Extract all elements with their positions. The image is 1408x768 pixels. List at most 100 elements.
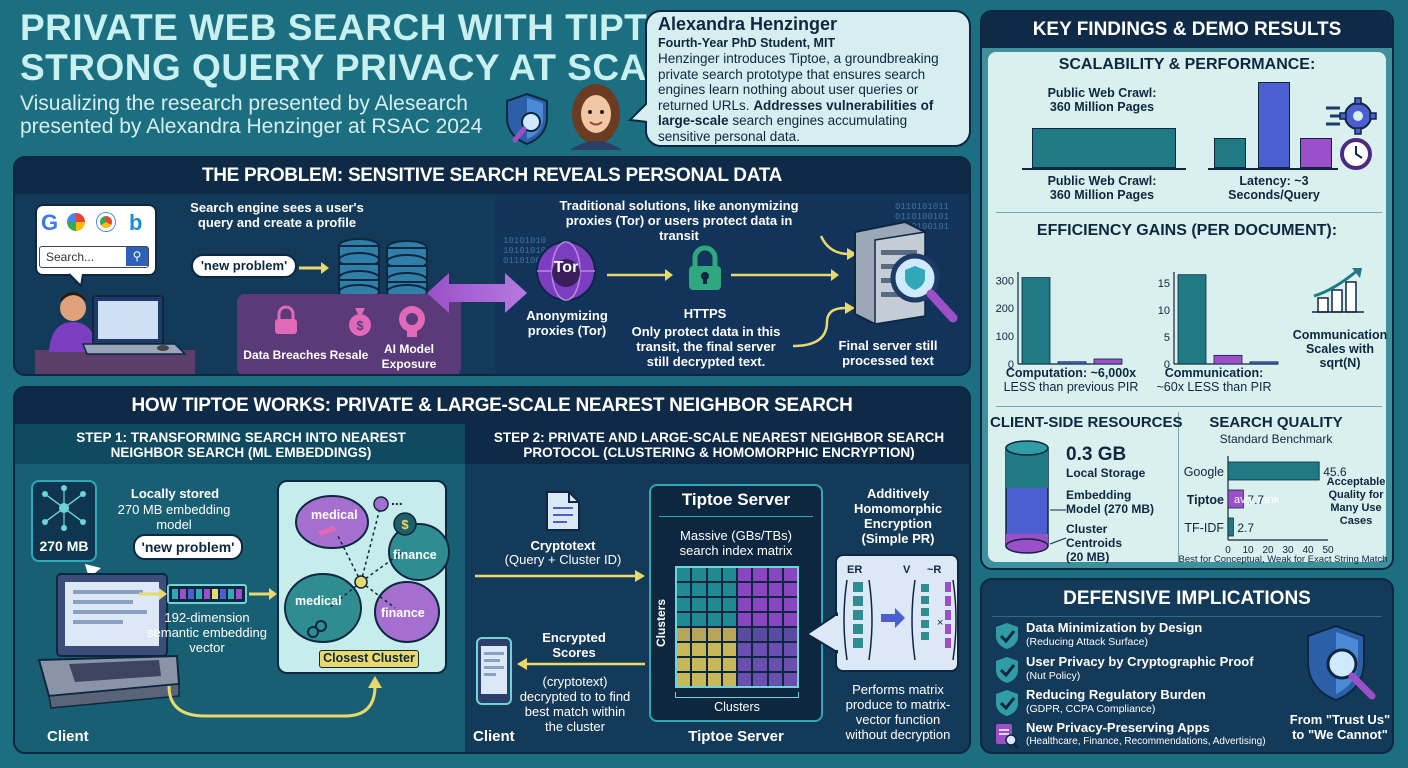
defense-item-sub: (Nut Policy) <box>1026 670 1081 682</box>
y-tick-label: 200 <box>996 303 1014 315</box>
engine-caption-text: Search engine sees a user's query and cr… <box>190 200 364 230</box>
google-icon: G <box>41 210 59 235</box>
matrix-cell <box>753 643 767 656</box>
x-tick-label: 30 <box>1282 545 1294 556</box>
padlock-icon <box>689 245 721 290</box>
user-laptop-icon <box>35 292 195 374</box>
matrix-cell <box>753 568 767 581</box>
subtitle-line2: presented by Alexandra Henzinger at RSAC… <box>20 115 483 138</box>
client-label: Client <box>47 728 89 745</box>
x-tick-label: 40 <box>1302 545 1314 556</box>
matrix-cell <box>692 613 706 626</box>
step1-title-bar <box>15 424 465 464</box>
defense-item-title: New Privacy-Preserving Apps <box>1026 720 1210 735</box>
bar <box>1021 277 1051 365</box>
matrix-cell <box>768 658 782 671</box>
scores-caption: (cryptotext) decrypted to to find best m… <box>519 674 631 734</box>
matrix-cell <box>753 628 767 641</box>
value-label: 45.6 <box>1323 465 1347 479</box>
step2-title-bar <box>465 424 969 464</box>
x-tick-label: 20 <box>1262 545 1274 556</box>
tiptoe-server-label: Tiptoe Server <box>688 728 784 745</box>
arrow-to-embedding <box>139 588 167 600</box>
page-title-line1: PRIVATE WEB SEARCH WITH TIPTOE: <box>20 7 714 48</box>
defense-rule <box>992 616 1382 617</box>
bar <box>1213 354 1243 365</box>
page-title-line2: STRONG QUERY PRIVACY AT SCALE <box>20 47 696 88</box>
matrix-cell <box>677 583 691 596</box>
traditional-caption: Traditional solutions, like anonymizing … <box>559 198 799 243</box>
category-label: TF-IDF <box>1184 521 1224 535</box>
matrix-cell <box>768 583 782 596</box>
lock-icon <box>275 305 297 334</box>
rule-3 <box>1178 412 1179 562</box>
arrow-to-client <box>517 658 645 670</box>
he-r-label: ~R <box>927 564 942 576</box>
quality-foot: Best for Conceptual, Weak for Exact Stri… <box>1178 554 1388 565</box>
matrix-cell <box>707 568 721 581</box>
svg-text:$: $ <box>401 517 409 532</box>
bar <box>1227 489 1244 509</box>
crawl-top: Public Web Crawl: 360 Million Pages <box>1047 86 1157 114</box>
matrix-cell <box>753 583 767 596</box>
tor-label: Tor <box>553 259 579 276</box>
ciphertext-sub: (Query + Cluster ID) <box>504 552 622 567</box>
phone-icon <box>476 637 512 705</box>
search-icon[interactable]: ⚲ <box>126 247 148 266</box>
rule-1 <box>996 212 1382 213</box>
matrix-cell <box>692 598 706 611</box>
matrix-cell <box>768 673 782 686</box>
matrix-cell <box>722 568 736 581</box>
matrix-cell <box>692 568 706 581</box>
trust-label: From "Trust Us" to "We Cannot" <box>1289 712 1391 742</box>
problem-title: THE PROBLEM: SENSITIVE SEARCH REVEALS PE… <box>15 158 969 194</box>
matrix-cell <box>677 568 691 581</box>
he-caption: Performs matrix produce to matrix-vector… <box>845 682 951 742</box>
scal-title: SCALABILITY & PERFORMANCE: <box>1058 56 1316 73</box>
computation-bold: Computation: ~6,000x <box>1005 366 1137 380</box>
speaker-bio-plain: Henzinger introduces Tiptoe, a groundbre… <box>658 51 939 113</box>
gear-clock-icon <box>1326 97 1377 170</box>
matrix-cell <box>783 568 797 581</box>
matrix-cell <box>738 613 752 626</box>
comm-scale-label: Communication Scales with sqrt(N) <box>1292 328 1388 370</box>
storage-cylinder <box>1005 440 1049 554</box>
matrix-cell <box>783 583 797 596</box>
y-tick-label: 100 <box>996 331 1014 343</box>
matrix-cell <box>738 583 752 596</box>
how-title: HOW TIPTOE WORKS: PRIVATE & LARGE-SCALE … <box>15 388 969 424</box>
matrix-cell <box>677 628 691 641</box>
matrix-cell <box>738 628 752 641</box>
matrix-cell <box>692 628 706 641</box>
matrix-cell <box>738 643 752 656</box>
matrix-cell <box>768 598 782 611</box>
matrix-cell <box>783 658 797 671</box>
matrix-cell <box>738 598 752 611</box>
latency-axis <box>1208 168 1338 170</box>
matrix-axis-bracket <box>675 692 799 698</box>
computation-rest: LESS than previous PIR <box>1003 380 1139 394</box>
growth-chart-icon <box>1312 268 1364 313</box>
step2-title: STEP 2: PRIVATE AND LARGE-SCALE NEAREST … <box>493 430 945 460</box>
category-label: Tiptoe <box>1187 493 1224 507</box>
centroids-label: Cluster Centroids (20 MB) <box>1066 522 1123 564</box>
crawl-bottom: Public Web Crawl: 360 Million Pages <box>1047 174 1157 202</box>
arrow-to-clusters <box>249 588 277 600</box>
search-input[interactable]: Search... ⚲ <box>39 246 149 268</box>
matrix-cell <box>722 583 736 596</box>
latency-bar-1 <box>1214 138 1246 168</box>
matrix-cell <box>707 643 721 656</box>
category-label: Google <box>1184 465 1224 479</box>
scores-title: Encrypted Scores <box>542 630 606 660</box>
cluster-label-medical-1: medical <box>311 508 358 522</box>
matrix-cell <box>753 613 767 626</box>
crawl-axis <box>1022 168 1186 170</box>
matrix-cell <box>783 628 797 641</box>
he-v-label: V <box>903 564 911 576</box>
matrix-cell <box>692 583 706 596</box>
matrix-cell <box>692 673 706 686</box>
client2-label: Client <box>473 728 515 745</box>
matrix-cell <box>768 628 782 641</box>
